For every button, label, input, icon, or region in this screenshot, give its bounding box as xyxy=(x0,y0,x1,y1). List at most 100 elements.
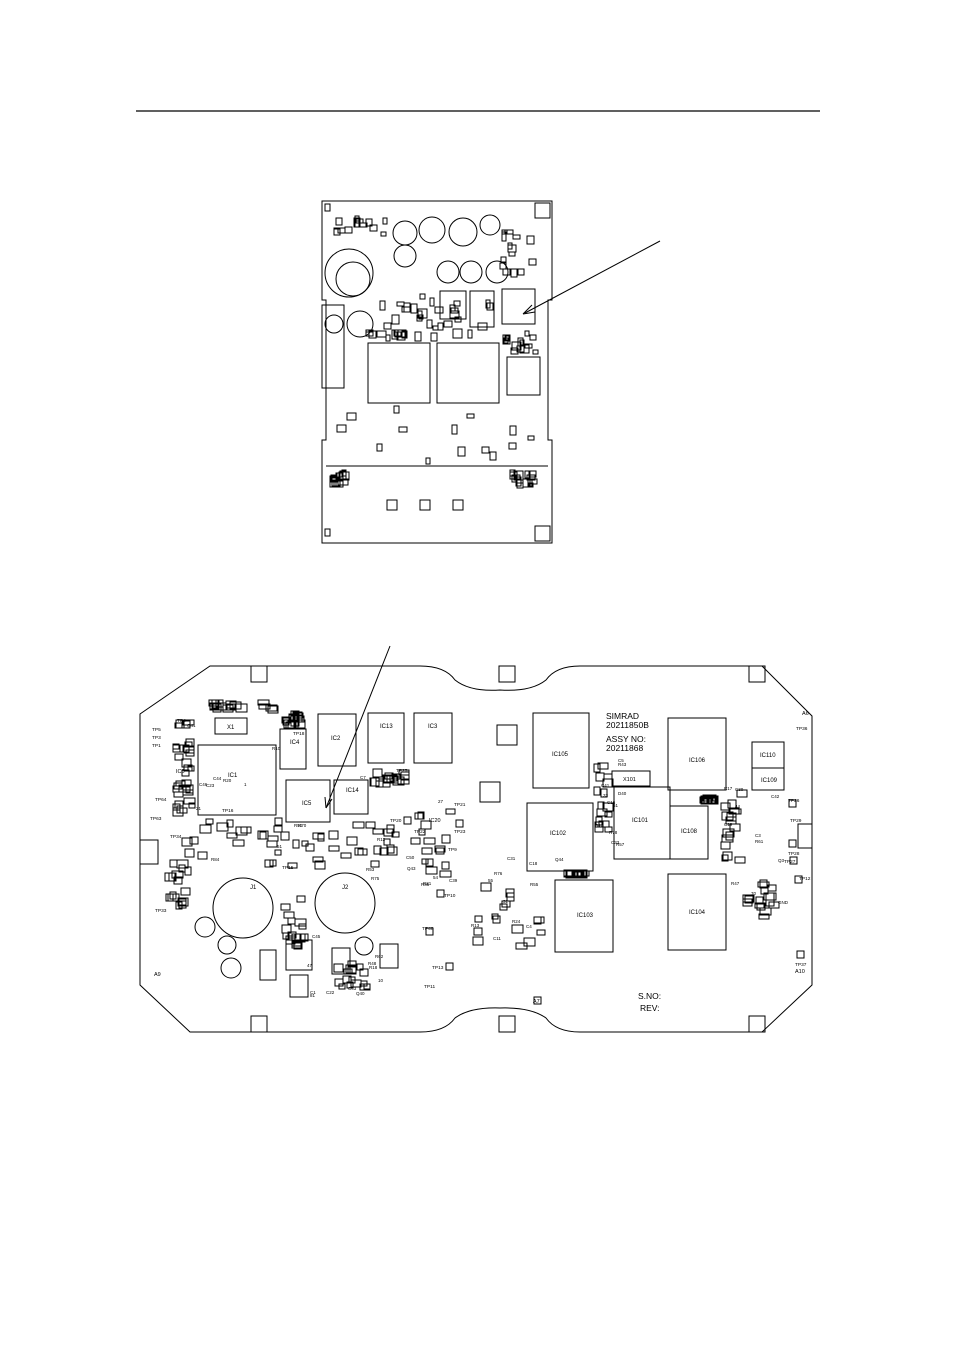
bottom-smd-pad xyxy=(400,771,410,781)
bottom-smd-pad xyxy=(197,851,208,860)
ic-ic4 xyxy=(279,728,307,770)
top-smd-pad xyxy=(507,244,517,253)
top-smd-pad xyxy=(414,331,422,342)
part-box xyxy=(285,939,313,971)
ic-ic103 xyxy=(554,879,614,953)
bottom-smd-pad xyxy=(397,778,410,785)
bottom-smd-pad xyxy=(383,775,395,783)
bottom-smd-pad xyxy=(744,895,754,904)
bottom-smd-pad xyxy=(754,902,765,909)
bottom-smd-pad xyxy=(265,704,278,712)
bottom-smd-pad xyxy=(425,858,434,867)
ic-ic13 xyxy=(367,712,405,764)
ic-label: IC5 xyxy=(302,801,312,807)
bottom-smd-pad xyxy=(392,776,402,786)
bottom-smd-pad xyxy=(273,825,283,833)
bottom-smd-pad xyxy=(216,822,229,832)
top-board-outline xyxy=(321,200,553,544)
component-label: Q43 xyxy=(407,866,416,871)
top-smd-pad xyxy=(393,329,399,337)
testpoint-label: TP10 xyxy=(444,893,456,899)
bottom-smd-pad xyxy=(226,819,234,828)
component-label: R14 xyxy=(595,823,604,828)
component-label: R48 xyxy=(368,961,377,966)
ic-ic109 xyxy=(751,767,785,791)
bottom-smd-pad xyxy=(418,828,426,836)
top-cap xyxy=(436,260,460,284)
bottom-smd-pad xyxy=(184,848,195,858)
top-smd-pad xyxy=(418,314,424,320)
top-smd-pad xyxy=(346,412,357,421)
testpoint-label: TP3 xyxy=(152,735,161,741)
bottom-smd-pad xyxy=(267,705,279,714)
component-label: 27 xyxy=(438,799,444,804)
component-label: C43 xyxy=(348,986,357,991)
top-pad xyxy=(419,499,431,511)
assy-number: 20211868 xyxy=(606,743,643,753)
top-board-corner-pad xyxy=(534,525,551,542)
top-cap xyxy=(485,260,509,284)
ic-label: IC2 xyxy=(331,736,341,742)
ic-ic1 xyxy=(197,744,277,816)
connector-j1 xyxy=(212,877,274,939)
testpoint-label: TP21 xyxy=(454,802,466,808)
component-label: C42 xyxy=(771,794,780,799)
bottom-smd-pad xyxy=(597,762,609,770)
component-label: 81 xyxy=(310,993,316,998)
ic-label: IC1 xyxy=(228,773,238,779)
bottom-smd-pad xyxy=(370,860,380,868)
top-smd-pad xyxy=(365,331,374,337)
ic-r84-box xyxy=(496,724,518,746)
top-smd-pad xyxy=(425,457,431,465)
top-cap xyxy=(418,216,446,244)
bottom-smd-pad xyxy=(391,831,400,838)
component-label: R12 xyxy=(377,837,386,842)
top-smd-pad xyxy=(528,470,537,478)
connector-label: X101 xyxy=(623,777,636,783)
bottom-smd-pad xyxy=(725,831,734,841)
component-label: R21 xyxy=(423,881,432,886)
testpoint-label: TP13 xyxy=(432,965,444,971)
top-smd-pad xyxy=(398,426,408,433)
component-label: C41 xyxy=(601,783,610,788)
testpoint-labels: TP1TP3TP4TP5TP9TP10TP11TP12TP13TP15TP16T… xyxy=(150,718,811,990)
top-board-fiducial xyxy=(324,528,331,537)
top-smd-pad xyxy=(449,310,460,319)
component-label: C39 xyxy=(449,878,458,883)
top-smd-pad xyxy=(451,424,458,435)
top-smd-pad xyxy=(391,314,400,325)
component-label: 44 xyxy=(735,804,741,809)
bottom-smd-pad xyxy=(604,826,613,833)
testpoint-pad xyxy=(403,816,412,825)
bottom-smd-pad xyxy=(577,870,590,877)
bottom-smd-pad xyxy=(205,818,214,825)
component-label: R76 xyxy=(494,871,503,876)
bottom-smd-pad xyxy=(172,785,184,793)
top-smd-pad xyxy=(500,256,507,263)
component-label: Q41 xyxy=(187,723,196,728)
top-smd-pad xyxy=(516,482,524,489)
testpoint-label: TP28 xyxy=(788,851,800,857)
top-cap xyxy=(459,260,483,284)
part-box xyxy=(289,974,309,998)
bottom-board xyxy=(139,665,813,1033)
top-smd-pad xyxy=(432,325,439,331)
bottom-smd-pad xyxy=(602,802,614,812)
bottom-smd-pad xyxy=(473,927,483,936)
testpoint-pad xyxy=(455,819,464,828)
component-label: R47 xyxy=(731,881,740,886)
callout-arrowhead-bottom xyxy=(324,796,333,809)
rev-label: REV: xyxy=(640,1003,660,1013)
bottom-smd-pad xyxy=(480,882,492,892)
top-smd-pad xyxy=(507,242,513,250)
component-label: C16 xyxy=(607,800,616,805)
top-cap xyxy=(448,217,478,247)
component-label: Q44 xyxy=(555,857,564,862)
testpoint-pad xyxy=(794,875,803,884)
top-smd-pad xyxy=(529,334,537,341)
bottom-smd-pad xyxy=(264,859,274,868)
component-label: R24 xyxy=(512,919,521,924)
bottom-smd-pad xyxy=(174,753,184,761)
